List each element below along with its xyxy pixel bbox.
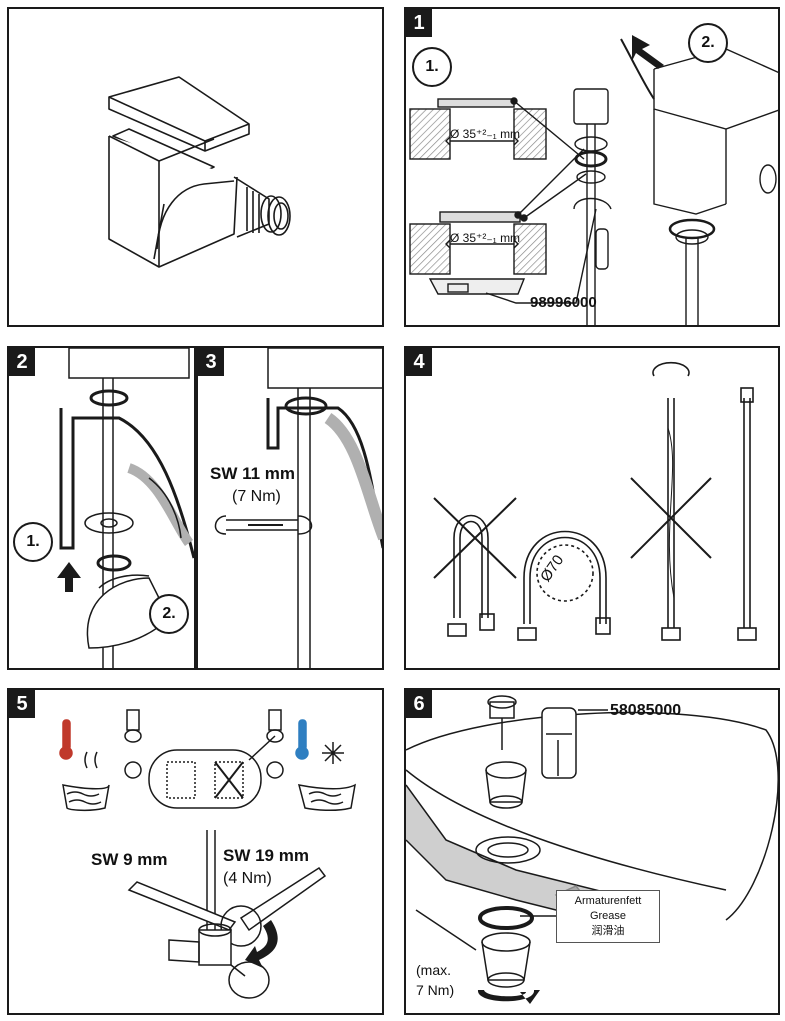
sealing-installation-drawing: [409, 35, 778, 325]
torque-line-1: (max.: [416, 962, 451, 978]
step-number: 2: [9, 348, 35, 376]
grease-note: Armaturenfett Grease 润滑油: [556, 890, 660, 943]
tightening-nut-drawing: [57, 348, 194, 668]
torque-line-2: 7 Nm): [416, 982, 455, 998]
part-number-label: 98996000: [530, 294, 597, 311]
step-number: 4: [406, 348, 432, 376]
step-number: 1: [406, 9, 432, 37]
hose-bending-drawing: [433, 361, 757, 641]
grease-german: Armaturenfett: [574, 895, 642, 907]
substep-1-label: 1.: [13, 522, 53, 562]
angle-valve-connection-drawing: [59, 709, 356, 999]
step-4-panel: 4: [404, 346, 780, 670]
step-6-panel: 6: [404, 688, 780, 1015]
part-number-label: 58085000: [610, 702, 682, 719]
wrench-right-label: SW 19 mm: [223, 846, 309, 865]
arrow-up-icon: [57, 562, 81, 592]
hot-water-icon: [59, 719, 110, 812]
wrench-size-label: SW 11 mm: [210, 464, 296, 483]
torque-label: (4 Nm): [223, 870, 272, 887]
grease-chinese: 润滑油: [591, 925, 625, 937]
diameter-top-label: Ø 35⁺²₋₁ mm: [450, 127, 521, 141]
cold-water-icon: [295, 719, 356, 812]
step-5-panel: 5: [7, 688, 384, 1015]
substep-1-label: 1.: [412, 47, 452, 87]
step-2-panel: 2 1. 2.: [7, 346, 196, 670]
substep-2-label: 2.: [688, 23, 728, 63]
wrench-tightening-drawing: [214, 348, 382, 668]
substep-2-label: 2.: [149, 594, 189, 634]
rotate-arrow-icon: [477, 990, 540, 1004]
step-3-panel: 3 SW 11 mm (7 Nm): [196, 346, 384, 670]
torque-label: (7 Nm): [232, 488, 281, 505]
step-1-panel: 1 1. 2.: [404, 7, 780, 327]
diameter-bottom-label: Ø 35⁺²₋₁ mm: [450, 231, 521, 245]
step-number: 5: [9, 690, 35, 718]
step-number: 6: [406, 690, 432, 718]
grease-english: Grease: [589, 910, 627, 922]
arrow-icon: [632, 35, 664, 69]
waste-valve-drawing: [406, 695, 778, 1004]
overview-panel: [7, 7, 384, 327]
bidet-mixer-drawing: [108, 76, 291, 268]
step-number: 3: [198, 348, 224, 376]
wrench-left-label: SW 9 mm: [91, 850, 168, 869]
rotate-arrow-icon: [245, 920, 278, 968]
